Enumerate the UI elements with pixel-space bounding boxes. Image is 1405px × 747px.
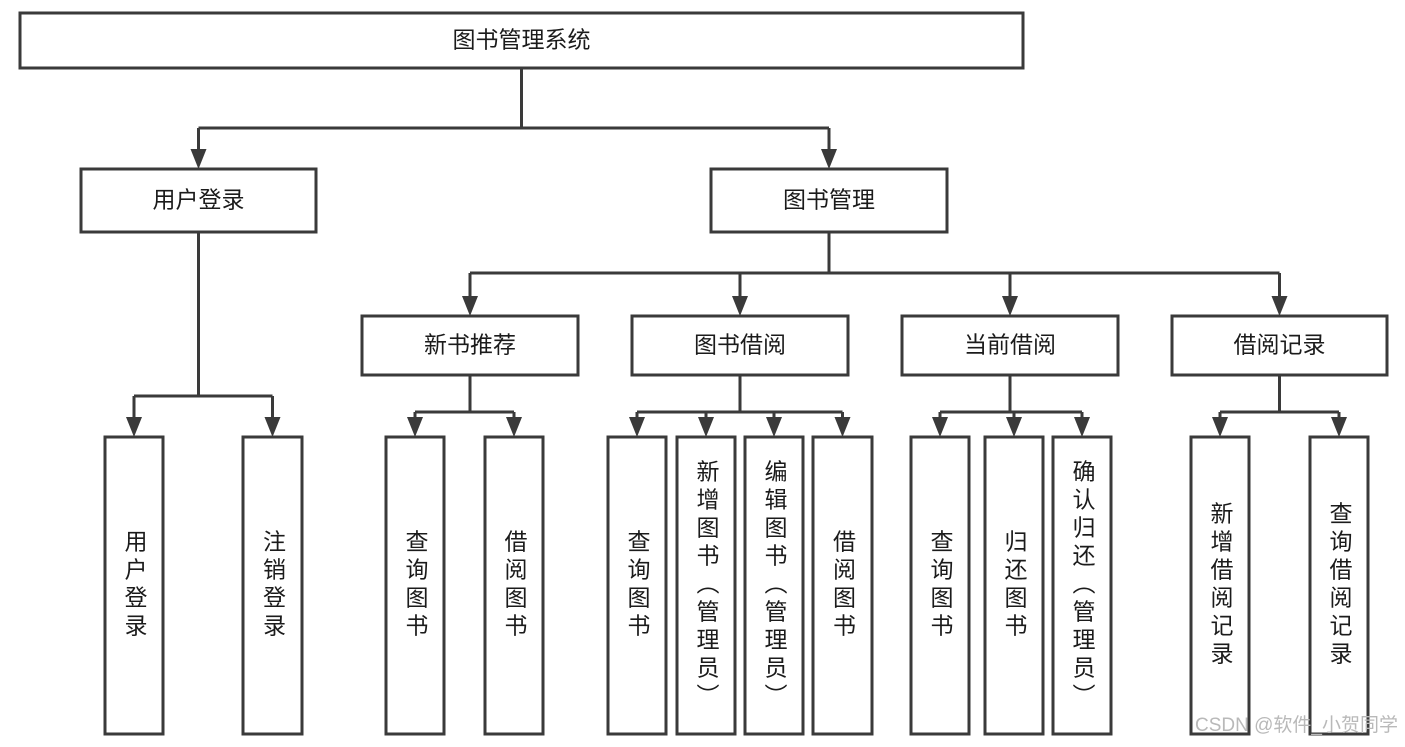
arrow-head-icon	[1331, 417, 1347, 437]
node-leaf-return-book-label: 归还图书	[1001, 530, 1028, 642]
node-current-borrow-box[interactable]	[900, 314, 1120, 377]
node-book-borrow-label: 图书借阅	[694, 332, 786, 358]
node-leaf-confirm-return-admin-box[interactable]	[1051, 435, 1113, 736]
node-leaf-borrow-book-1-box[interactable]	[483, 435, 545, 736]
arrow-head-icon	[407, 417, 423, 437]
arrow-head-icon	[462, 296, 478, 316]
node-leaf-user-logout-label: 注销登录	[260, 530, 287, 642]
arrow-head-icon	[629, 417, 645, 437]
node-leaf-query-book-2[interactable]: 查询图书	[606, 435, 668, 736]
arrow-head-icon	[506, 417, 522, 437]
node-user-login[interactable]: 用户登录	[79, 167, 318, 234]
node-leaf-user-login-box[interactable]	[103, 435, 165, 736]
node-user-login-box[interactable]	[79, 167, 318, 234]
node-leaf-add-book-admin[interactable]: 新增图书（管理员）	[675, 435, 737, 736]
node-leaf-query-book-1[interactable]: 查询图书	[384, 435, 446, 736]
node-root[interactable]: 图书管理系统	[18, 11, 1025, 70]
node-new-book-recommend-label: 新书推荐	[424, 332, 516, 358]
arrow-head-icon	[1074, 417, 1090, 437]
node-leaf-query-book-3-box[interactable]	[909, 435, 971, 736]
arrow-head-icon	[1212, 417, 1228, 437]
node-leaf-user-logout[interactable]: 注销登录	[241, 435, 304, 736]
node-book-borrow-box[interactable]	[630, 314, 850, 377]
node-leaf-add-borrow-record-box[interactable]	[1189, 435, 1251, 736]
node-book-management-box[interactable]	[709, 167, 949, 234]
node-new-book-recommend[interactable]: 新书推荐	[360, 314, 580, 377]
node-borrow-records-box[interactable]	[1170, 314, 1389, 377]
node-leaf-add-borrow-record[interactable]: 新增借阅记录	[1189, 435, 1251, 736]
node-leaf-query-book-3-label: 查询图书	[927, 530, 954, 642]
node-leaf-add-borrow-record-label: 新增借阅记录	[1207, 502, 1234, 670]
node-borrow-records-label: 借阅记录	[1234, 332, 1326, 358]
arrow-head-icon	[834, 417, 851, 437]
node-leaf-return-book-box[interactable]	[983, 435, 1045, 736]
node-leaf-query-borrow-record[interactable]: 查询借阅记录	[1308, 435, 1370, 736]
node-leaf-borrow-book-2[interactable]: 借阅图书	[811, 435, 874, 736]
arrow-head-icon	[821, 149, 837, 169]
node-root-label: 图书管理系统	[453, 27, 591, 53]
node-leaf-borrow-book-2-box[interactable]	[811, 435, 874, 736]
node-leaf-query-borrow-record-box[interactable]	[1308, 435, 1370, 736]
nodes-layer: 图书管理系统用户登录图书管理新书推荐图书借阅当前借阅借阅记录用户登录注销登录查询…	[18, 11, 1389, 736]
node-leaf-user-logout-box[interactable]	[241, 435, 304, 736]
node-leaf-query-book-2-box[interactable]	[606, 435, 668, 736]
node-root-box[interactable]	[18, 11, 1025, 70]
node-leaf-borrow-book-2-label: 借阅图书	[830, 530, 857, 642]
node-leaf-query-book-1-box[interactable]	[384, 435, 446, 736]
arrow-head-icon	[732, 296, 748, 316]
arrow-head-icon	[698, 417, 714, 437]
node-book-management[interactable]: 图书管理	[709, 167, 949, 234]
arrow-head-icon	[932, 417, 948, 437]
csdn-watermark: CSDN @软件_小贺同学	[1195, 714, 1398, 736]
node-leaf-confirm-return-admin[interactable]: 确认归还（管理员）	[1051, 435, 1113, 736]
node-new-book-recommend-box[interactable]	[360, 314, 580, 377]
arrow-head-icon	[1002, 296, 1018, 316]
arrow-head-icon	[264, 417, 281, 437]
node-book-management-label: 图书管理	[783, 187, 875, 213]
connectors-layer	[126, 68, 1347, 437]
node-current-borrow[interactable]: 当前借阅	[900, 314, 1120, 377]
node-leaf-user-login-label: 用户登录	[121, 530, 148, 642]
node-leaf-query-book-2-label: 查询图书	[624, 530, 651, 642]
arrow-head-icon	[1006, 417, 1022, 437]
node-leaf-edit-book-admin[interactable]: 编辑图书（管理员）	[743, 435, 805, 736]
node-leaf-user-login[interactable]: 用户登录	[103, 435, 165, 736]
node-leaf-query-borrow-record-label: 查询借阅记录	[1326, 502, 1353, 670]
node-leaf-borrow-book-1-label: 借阅图书	[501, 530, 528, 642]
node-leaf-borrow-book-1[interactable]: 借阅图书	[483, 435, 545, 736]
arrow-head-icon	[126, 417, 142, 437]
node-leaf-edit-book-admin-label: 编辑图书（管理员）	[761, 460, 788, 712]
node-book-borrow[interactable]: 图书借阅	[630, 314, 850, 377]
node-leaf-query-book-1-label: 查询图书	[402, 530, 429, 642]
arrow-head-icon	[190, 149, 207, 169]
node-borrow-records[interactable]: 借阅记录	[1170, 314, 1389, 377]
node-current-borrow-label: 当前借阅	[964, 332, 1056, 358]
arrow-head-icon	[1271, 296, 1288, 316]
arrow-head-icon	[766, 417, 782, 437]
node-leaf-return-book[interactable]: 归还图书	[983, 435, 1045, 736]
node-leaf-query-book-3[interactable]: 查询图书	[909, 435, 971, 736]
node-leaf-confirm-return-admin-label: 确认归还（管理员）	[1069, 460, 1096, 712]
node-leaf-edit-book-admin-box[interactable]	[743, 435, 805, 736]
node-leaf-add-book-admin-box[interactable]	[675, 435, 737, 736]
node-user-login-label: 用户登录	[153, 187, 245, 213]
node-leaf-add-book-admin-label: 新增图书（管理员）	[693, 460, 720, 712]
